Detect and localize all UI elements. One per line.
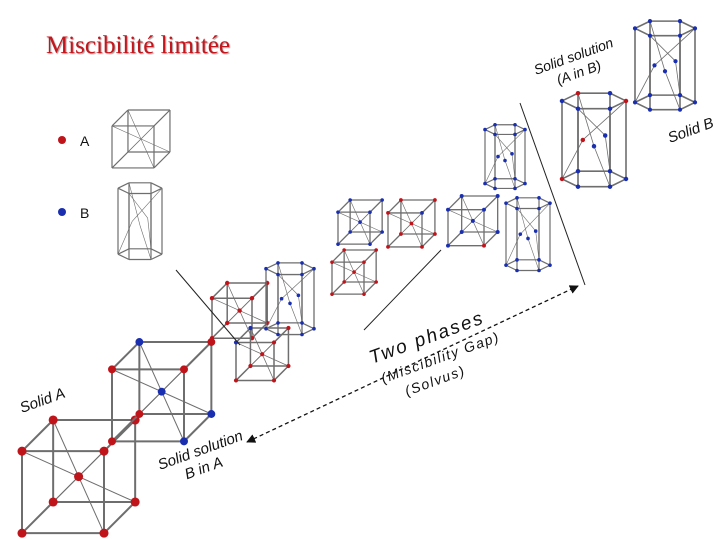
legend-b-dot [58,208,66,216]
legend-a-dot [58,136,66,144]
crystal-structures [17,19,698,538]
page-title: Miscibilité limitée [46,32,230,59]
solvus-boundary-left [175,269,241,346]
solid-solution-a-in-b: Solid solution (A in B) [532,34,616,87]
two-phases-label: Two phases (Miscibility Gap) (Solvus) [367,308,502,399]
legend-b-label: B [80,205,89,221]
solid-b-label: Solid B [666,115,716,147]
legend-a-label: A [80,133,90,149]
solvus-boundary-right [519,102,586,286]
solid-solution-b-in-a: Solid solution B in A [156,427,246,483]
solid-a-label: Solid A [18,385,68,417]
miscibility-gap-arrow [246,285,579,443]
